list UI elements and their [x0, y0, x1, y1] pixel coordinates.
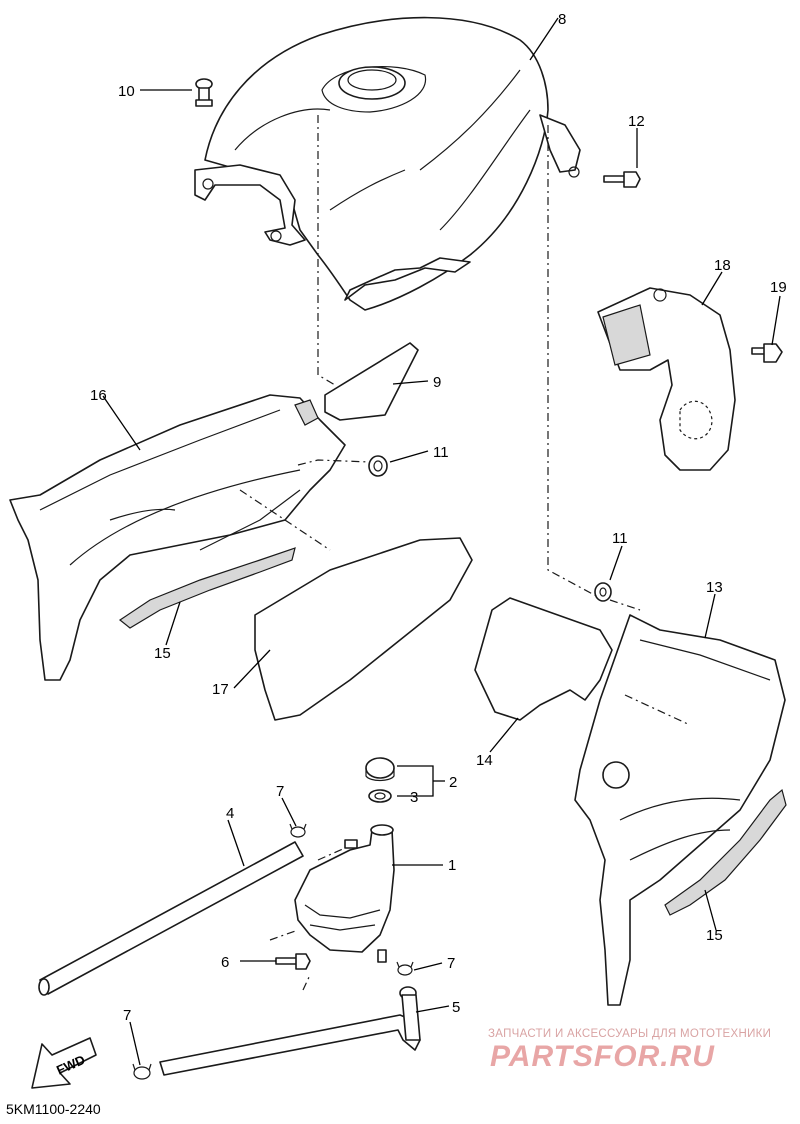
washer-part-3 — [368, 789, 392, 803]
leader-lines — [102, 17, 781, 1066]
callout-17: 17 — [212, 681, 229, 698]
callout-19: 19 — [770, 279, 787, 296]
callout-7-a: 7 — [276, 783, 284, 800]
callout-16: 16 — [90, 387, 107, 404]
tank-cover-part — [194, 16, 581, 311]
callout-15-left: 15 — [154, 645, 171, 662]
clip-part-7-b — [396, 961, 414, 976]
callout-14: 14 — [476, 752, 493, 769]
left-side-panel-part-16 — [9, 394, 346, 681]
air-duct-part-18 — [597, 287, 736, 471]
callout-12: 12 — [628, 113, 645, 130]
callout-5: 5 — [452, 999, 460, 1016]
trim-strip-part-15-right — [664, 788, 787, 916]
cap-part-2 — [365, 757, 395, 782]
callout-3: 3 — [410, 789, 418, 806]
clip-part-7-a — [289, 823, 307, 838]
callout-2: 2 — [449, 774, 457, 791]
pad-part-9 — [324, 342, 419, 421]
forward-direction-arrow: FWD — [31, 1037, 97, 1089]
callout-4: 4 — [226, 805, 234, 822]
bolt-part-12 — [603, 171, 641, 188]
screw-part-10 — [195, 78, 213, 107]
callout-7-b: 7 — [447, 955, 455, 972]
callout-7-c: 7 — [123, 1007, 131, 1024]
watermark-subtitle: ЗАПЧАСТИ И АКСЕССУАРЫ ДЛЯ МОТОТЕХНИКИ — [488, 1028, 772, 1040]
callout-18: 18 — [714, 257, 731, 274]
callout-6: 6 — [221, 954, 229, 971]
watermark-logo: PARTSFOR.RU — [490, 1040, 715, 1073]
callout-11-upper: 11 — [433, 444, 449, 461]
grommet-part-11-upper — [368, 455, 388, 477]
decal-part-14 — [474, 597, 613, 721]
hose-part-4 — [38, 841, 304, 996]
callout-10: 10 — [118, 83, 135, 100]
hose-part-5 — [159, 986, 421, 1076]
callout-15-right: 15 — [706, 927, 723, 944]
callout-13: 13 — [706, 579, 723, 596]
trim-strip-part-15-left — [118, 547, 296, 629]
alignment-lines — [239, 115, 691, 991]
reservoir-tank-part-1 — [294, 824, 395, 963]
diagram-code: 5KM1100-2240 — [6, 1101, 101, 1117]
callout-numbers: 8 10 12 18 19 9 16 11 11 13 15 17 14 2 3… — [90, 11, 787, 1024]
clip-part-7-c — [132, 1063, 152, 1080]
right-side-panel-part-13 — [574, 614, 786, 1006]
decal-part-17 — [254, 537, 473, 721]
bolt-part-6 — [275, 953, 311, 970]
bolt-part-19 — [751, 343, 783, 363]
grommet-part-11-lower — [594, 582, 612, 602]
callout-8: 8 — [558, 11, 566, 28]
callout-11-lower: 11 — [612, 530, 628, 547]
callout-9: 9 — [433, 374, 441, 391]
callout-1: 1 — [448, 857, 456, 874]
